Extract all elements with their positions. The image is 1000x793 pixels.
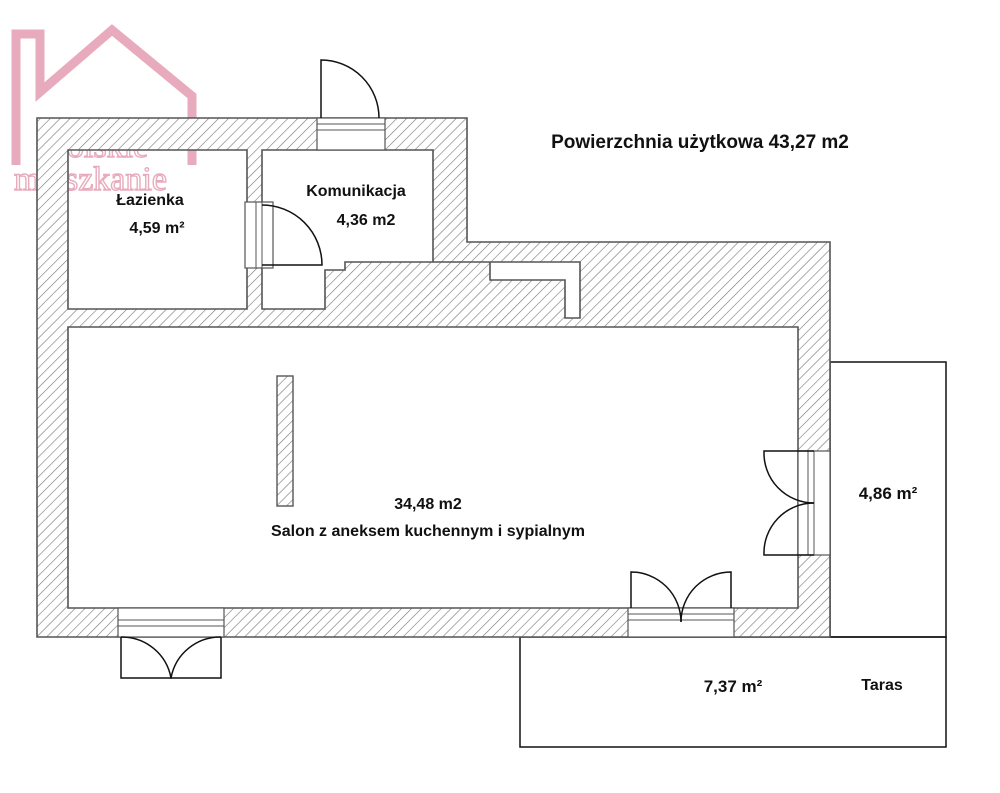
entrance-door-top: [316, 59, 386, 151]
living-area: 34,48 m2: [394, 496, 462, 513]
terrace-door: [627, 571, 735, 638]
partition-wall: [276, 375, 294, 507]
hallway-area: 4,36 m2: [337, 212, 396, 229]
balcony-door: [763, 450, 831, 556]
hallway-name: Komunikacja: [306, 183, 406, 200]
door-bottom-left: [117, 607, 225, 679]
total-area-label: Powierzchnia użytkowa 43,27 m2: [551, 132, 849, 153]
terrace-area: 7,37 m²: [704, 677, 763, 696]
living-name: Salon z aneksem kuchennym i sypialnym: [271, 523, 585, 540]
house-logo-icon: [11, 24, 197, 165]
bathroom-name: Łazienka: [116, 192, 184, 209]
balcony-area: 4,86 m²: [859, 484, 918, 503]
bathroom-area: 4,59 m²: [129, 220, 184, 237]
bathroom-door: [244, 201, 323, 269]
terrace-name: Taras: [861, 677, 903, 694]
